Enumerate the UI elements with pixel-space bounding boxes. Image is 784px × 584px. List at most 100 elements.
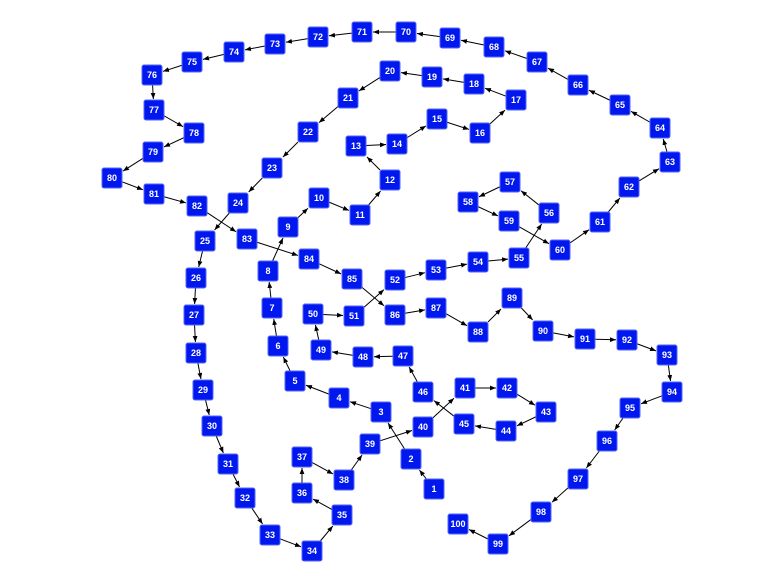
node-81: 81 <box>143 183 165 205</box>
node-label: 90 <box>538 326 548 336</box>
node-label: 2 <box>408 454 413 464</box>
node-box <box>457 191 479 213</box>
edge-80-to-81 <box>121 181 144 191</box>
edge-56-to-57 <box>520 190 540 206</box>
edge-55-to-56 <box>525 223 543 249</box>
node-90: 90 <box>532 320 554 342</box>
edge-4-to-5 <box>305 384 330 395</box>
edge-62-to-63 <box>638 168 660 182</box>
edge-76-to-77 <box>150 84 156 100</box>
node-box <box>301 540 323 562</box>
node-10: 10 <box>308 187 330 209</box>
node-label: 86 <box>390 310 400 320</box>
edge-58-to-59 <box>477 206 499 217</box>
edge-82-to-83 <box>206 212 237 233</box>
node-box <box>384 304 406 326</box>
node-label: 44 <box>501 426 511 436</box>
edge-63-to-64 <box>662 138 668 153</box>
node-box <box>261 297 283 319</box>
edge-83-to-84 <box>256 241 299 256</box>
edge-10-to-11 <box>328 201 350 211</box>
node-33: 33 <box>259 524 281 546</box>
node-25: 25 <box>194 230 216 252</box>
node-3: 3 <box>370 401 392 423</box>
node-23: 23 <box>261 157 283 179</box>
node-label: 43 <box>541 407 551 417</box>
node-box <box>423 478 445 500</box>
node-label: 39 <box>365 439 375 449</box>
edge-7-to-8 <box>267 281 273 299</box>
node-box <box>526 51 548 73</box>
node-label: 70 <box>401 27 411 37</box>
edge-53-to-54 <box>445 262 468 269</box>
node-26: 26 <box>185 267 207 289</box>
node-label: 62 <box>624 182 634 192</box>
node-label: 18 <box>469 79 479 89</box>
edge-29-to-30 <box>205 399 211 416</box>
node-box <box>261 157 283 179</box>
node-label: 22 <box>303 127 313 137</box>
node-19: 19 <box>421 66 443 88</box>
edge-75-to-76 <box>162 64 183 72</box>
node-box <box>307 26 329 48</box>
node-label: 33 <box>265 530 275 540</box>
node-label: 48 <box>358 352 368 362</box>
node-label: 41 <box>460 383 470 393</box>
node-box <box>291 446 313 468</box>
node-93: 93 <box>656 344 678 366</box>
node-box <box>352 346 374 368</box>
node-97: 97 <box>567 468 589 490</box>
node-box <box>567 468 589 490</box>
node-label: 71 <box>357 27 367 37</box>
node-box <box>538 202 560 224</box>
node-87: 87 <box>425 297 447 319</box>
node-82: 82 <box>186 195 208 217</box>
node-box <box>257 260 279 282</box>
edge-3-to-4 <box>349 401 372 410</box>
node-77: 77 <box>143 99 165 121</box>
node-box <box>341 268 363 290</box>
edge-14-to-15 <box>406 125 427 139</box>
node-85: 85 <box>341 268 363 290</box>
edge-91-to-92 <box>594 337 617 342</box>
node-box <box>298 248 320 270</box>
node-box <box>142 141 164 163</box>
node-box <box>384 269 406 291</box>
node-label: 77 <box>149 105 159 115</box>
node-18: 18 <box>463 73 485 95</box>
edge-21-to-22 <box>318 106 339 124</box>
node-box <box>302 303 324 325</box>
node-box <box>141 64 163 86</box>
node-box <box>259 524 281 546</box>
node-label: 19 <box>427 72 437 82</box>
edge-49-to-50 <box>314 324 320 341</box>
node-label: 52 <box>390 275 400 285</box>
edge-66-to-67 <box>547 67 569 80</box>
node-48: 48 <box>352 346 374 368</box>
node-box <box>310 339 332 361</box>
edge-30-to-31 <box>215 435 224 454</box>
node-16: 16 <box>469 122 491 144</box>
node-label: 97 <box>573 474 583 484</box>
node-20: 20 <box>379 60 401 82</box>
node-box <box>379 169 401 191</box>
node-label: 100 <box>450 519 465 529</box>
node-label: 36 <box>297 488 307 498</box>
edge-17-to-18 <box>484 87 507 97</box>
node-box <box>227 192 249 214</box>
node-91: 91 <box>574 328 596 350</box>
edge-50-to-51 <box>322 312 344 318</box>
edge-52-to-53 <box>404 271 426 279</box>
edge-88-to-89 <box>487 308 502 323</box>
node-label: 30 <box>207 421 217 431</box>
node-label: 40 <box>418 422 428 432</box>
edge-22-to-23 <box>282 141 299 158</box>
edge-94-to-95 <box>640 395 663 405</box>
node-label: 31 <box>223 459 233 469</box>
node-43: 43 <box>535 401 557 423</box>
edge-12-to-13 <box>366 156 381 171</box>
edge-15-to-16 <box>446 121 470 130</box>
node-label: 23 <box>267 163 277 173</box>
node-box <box>183 304 205 326</box>
